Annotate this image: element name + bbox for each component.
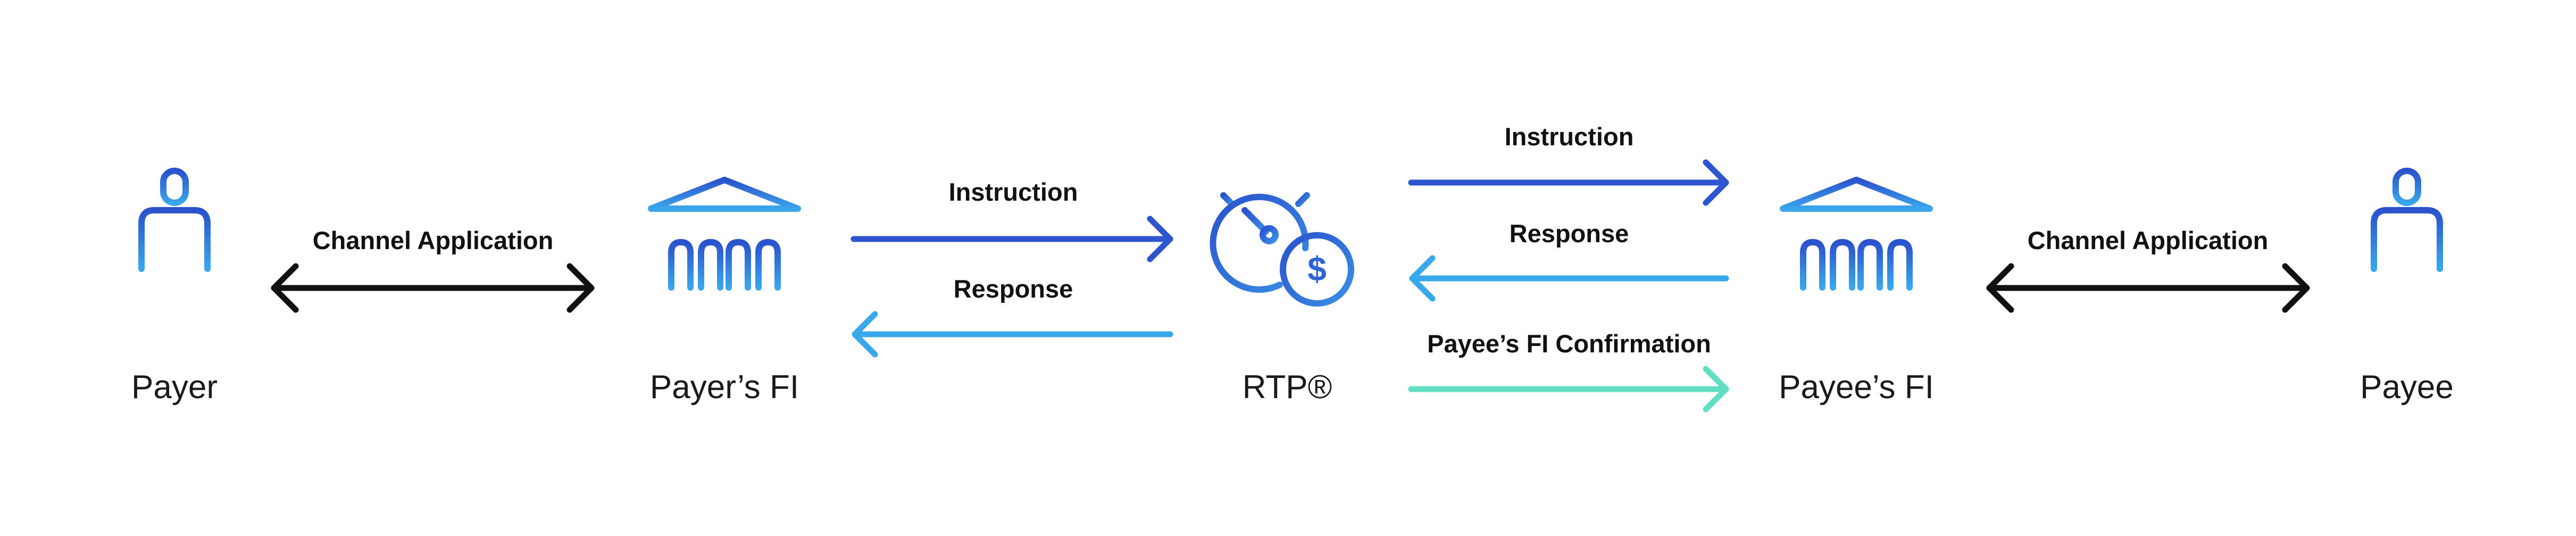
payer-fi-response-label: Response — [954, 275, 1073, 303]
payee-fi-bank-icon — [1780, 177, 1933, 307]
payee-fi-label: Payee’s FI — [1779, 369, 1934, 406]
payer-fi-response-arrow — [852, 311, 1173, 358]
payee-fi-confirmation-label: Payee’s FI Confirmation — [1427, 329, 1711, 358]
payer-fi-instruction-label: Instruction — [949, 178, 1078, 206]
payer-person-icon — [138, 168, 211, 317]
payer-channel-arrow — [271, 263, 595, 313]
payer-fi-instruction-arrow — [851, 216, 1173, 262]
rtp-label: RTP® — [1243, 369, 1332, 406]
payee-channel-arrow — [1986, 263, 2310, 313]
payee-fi-instruction-label: Instruction — [1505, 122, 1634, 151]
stopwatch-dollar-icon — [1210, 179, 1354, 307]
payee-channel-label: Channel Application — [2028, 226, 2269, 254]
payee-person-icon — [2371, 168, 2443, 317]
payer-channel-label: Channel Application — [313, 226, 554, 254]
payee-fi-instruction-arrow — [1408, 159, 1729, 206]
dollar-sign-icon: $ — [1307, 250, 1327, 288]
payer-fi-label: Payer’s FI — [650, 369, 799, 406]
payee-label: Payee — [2360, 369, 2454, 406]
payee-fi-confirmation-arrow — [1408, 366, 1729, 413]
payee-fi-response-arrow — [1409, 255, 1729, 302]
payer-label: Payer — [131, 369, 218, 406]
payer-fi-bank-icon — [648, 177, 801, 307]
payee-fi-response-label: Response — [1510, 219, 1629, 248]
